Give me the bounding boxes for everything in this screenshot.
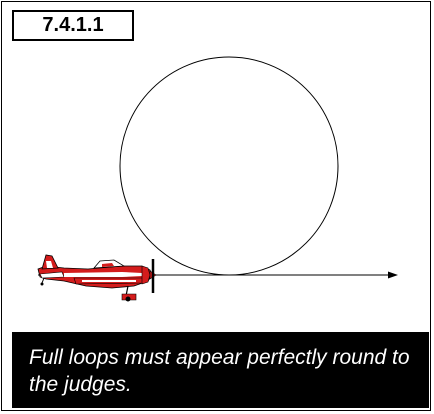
loop-circle xyxy=(120,57,338,275)
caption-text: Full loops must appear perfectly round t… xyxy=(12,332,429,408)
loop-diagram xyxy=(2,2,432,332)
flight-path-arrowhead xyxy=(388,272,398,279)
airplane-icon xyxy=(38,255,156,302)
